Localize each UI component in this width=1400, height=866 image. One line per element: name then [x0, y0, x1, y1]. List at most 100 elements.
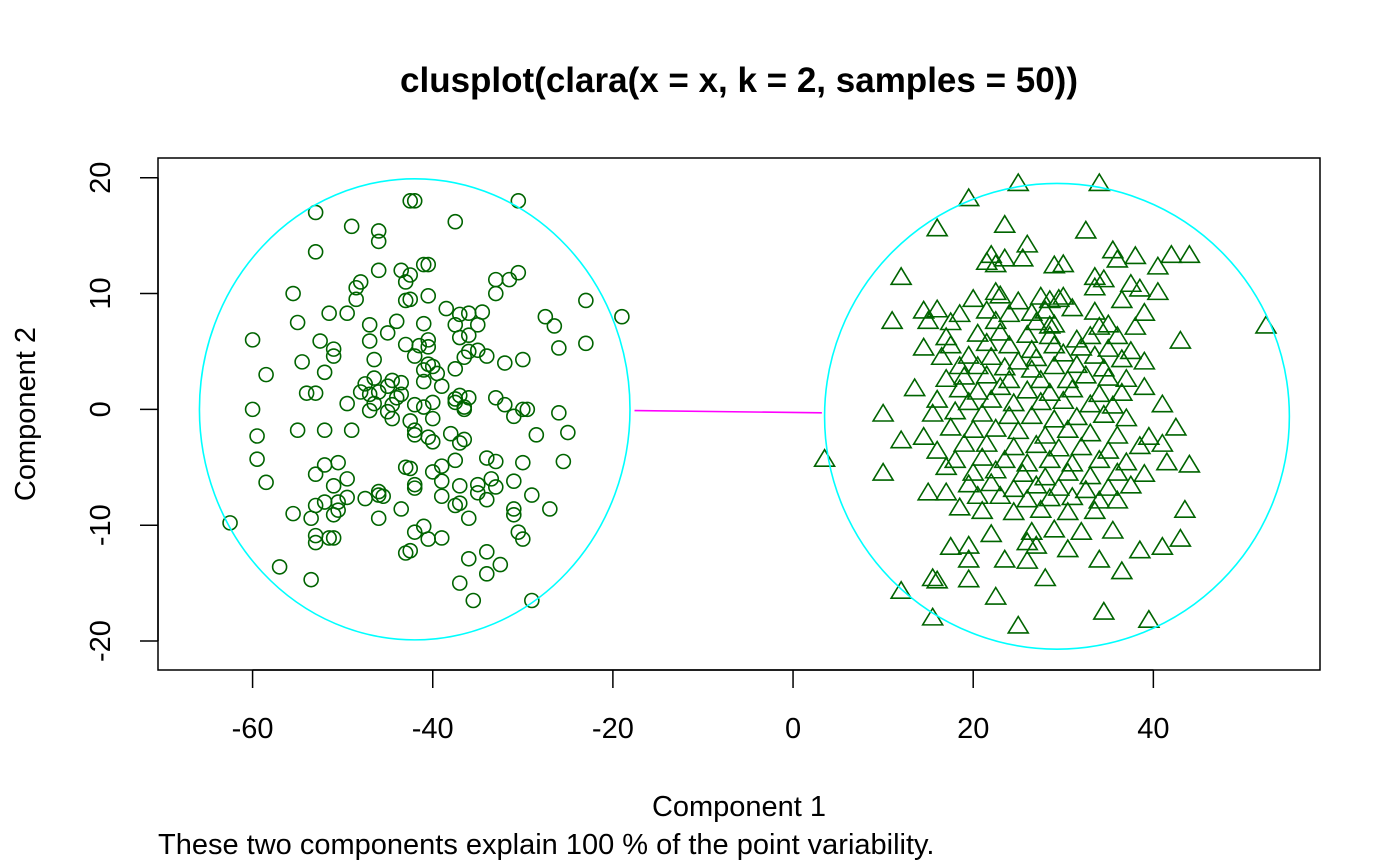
cluster-2-point [1092, 404, 1116, 423]
cluster-2-point [993, 548, 1017, 568]
cluster-2-point [871, 462, 895, 481]
cluster-1-point [316, 364, 333, 381]
cluster-2-point [966, 380, 990, 400]
cluster-2-point [939, 311, 963, 331]
cluster-2-point [912, 336, 936, 356]
cluster-2-point [1020, 358, 1044, 378]
cluster-2-point [1029, 499, 1053, 518]
cluster-1-point [406, 396, 423, 413]
cluster-2-point [1083, 345, 1107, 364]
cluster-2-point [1083, 276, 1107, 296]
cluster-2-point [1146, 255, 1170, 275]
cluster-2-point [984, 281, 1008, 301]
cluster-1-point [361, 317, 378, 333]
cluster-2-point [1042, 408, 1066, 428]
cluster-1-point [249, 451, 265, 467]
cluster-1-point [420, 531, 437, 547]
cluster-1-point [361, 333, 378, 349]
cluster-1-point [537, 308, 554, 325]
cluster-2-point [921, 402, 945, 422]
cluster-2-point [1029, 285, 1053, 305]
cluster-1-point [433, 458, 450, 474]
cluster-2-point [1087, 316, 1111, 335]
cluster-2-point [1042, 313, 1066, 333]
cluster-1-point [438, 300, 455, 317]
cluster-1-point [415, 399, 432, 415]
cluster-1-point [542, 501, 558, 517]
cluster-1-point [487, 453, 504, 470]
cluster-1-point [393, 386, 410, 403]
cluster-1-point [451, 306, 468, 323]
cluster-1-point [460, 327, 477, 344]
cluster-1-point [258, 474, 274, 491]
cluster-2-point [1047, 477, 1071, 496]
y-tick-label: 10 [85, 277, 117, 309]
cluster-2-point [1065, 354, 1089, 374]
cluster-2-point [1033, 567, 1057, 587]
cluster-2-point [1177, 244, 1201, 264]
cluster-2-point [1119, 340, 1143, 360]
cluster-1-point [433, 473, 450, 489]
cluster-2-point [1150, 393, 1174, 413]
cluster-1-point [316, 422, 333, 439]
cluster-2-point [1042, 334, 1066, 354]
cluster-2-point [1105, 462, 1129, 481]
cluster-1-point [289, 422, 306, 439]
cluster-1-point [469, 476, 486, 493]
cluster-1-point [402, 291, 419, 308]
cluster-2-point [1096, 367, 1120, 386]
cluster-1-point [361, 386, 378, 403]
cluster-2-point [1042, 254, 1066, 274]
cluster-1-point [555, 453, 572, 470]
cluster-2-point [1029, 391, 1053, 411]
cluster-1-point [222, 515, 238, 531]
cluster-1-point [487, 285, 504, 302]
cluster-1-point [415, 373, 432, 390]
cluster-1-point [469, 342, 486, 359]
cluster-2-point [975, 332, 999, 352]
cluster-1-point [406, 476, 423, 493]
cluster-1-point [339, 489, 355, 506]
cluster-1-point [370, 483, 387, 500]
cluster-2-point [1128, 435, 1152, 455]
cluster-2-point [957, 473, 981, 493]
cluster-1-point [316, 494, 333, 510]
cluster-2-point [1033, 424, 1057, 444]
cluster-2-point [1033, 466, 1057, 486]
cluster-2-point [1128, 539, 1152, 559]
cluster-2-point [961, 288, 985, 308]
cluster-1-point [546, 318, 563, 334]
cluster-2-point [939, 334, 963, 354]
cluster-1-point [478, 544, 495, 560]
cluster-1-point [510, 193, 527, 209]
x-tick-label: -60 [232, 713, 274, 745]
cluster-2-point [1177, 453, 1201, 473]
cluster-2-point [1078, 422, 1102, 442]
cluster-1-point [524, 487, 540, 503]
cluster-2-point [1060, 378, 1084, 398]
cluster-1-point [366, 351, 382, 368]
cluster-2-point [1132, 350, 1156, 370]
cluster-2-point [943, 449, 967, 469]
cluster-2-point [1092, 601, 1116, 620]
cluster-2-point [1087, 383, 1111, 403]
cluster-1-point [307, 497, 324, 514]
cluster-2-point [1051, 342, 1075, 362]
cluster-1-point [451, 575, 468, 591]
cluster-2-point [916, 481, 940, 501]
cluster-1-point [551, 405, 567, 421]
cluster-1-point [433, 530, 450, 546]
cluster-2-point [975, 433, 999, 452]
cluster-1-point [303, 571, 319, 588]
cluster-2-point [1123, 316, 1147, 335]
cluster-2-point [1047, 437, 1071, 457]
cluster-2-point [1011, 463, 1035, 483]
cluster-2-point [1132, 463, 1156, 483]
cluster-1-point [447, 213, 464, 230]
cluster-2-point [925, 440, 949, 459]
cluster-2-point [1056, 462, 1080, 481]
cluster-1-point [460, 550, 477, 567]
cluster-2-point [1056, 419, 1080, 439]
cluster-1-ellipse [198, 178, 631, 641]
cluster-1-point [402, 413, 419, 429]
